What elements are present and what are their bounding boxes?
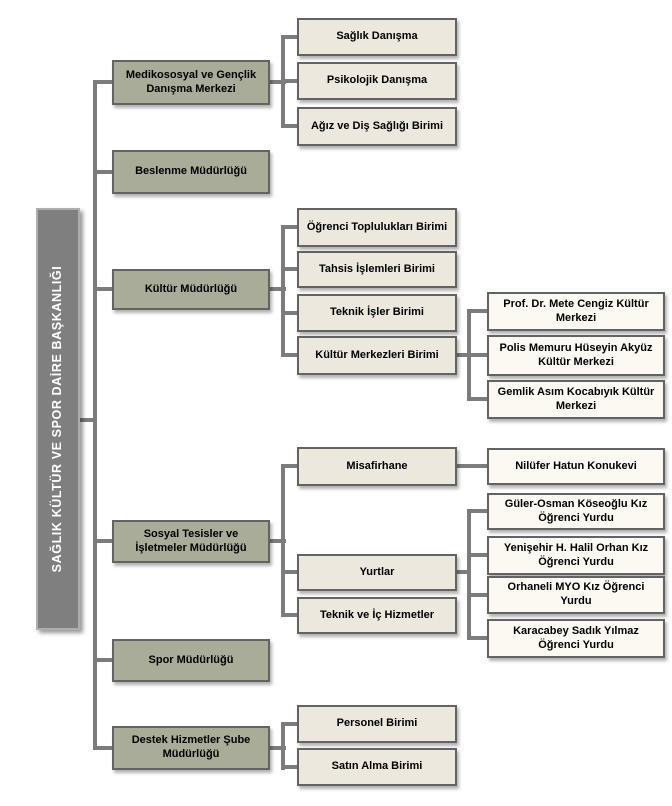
- org-node-guler-osman: Güler-Osman Köseoğlu Kız Öğrenci Yurdu: [487, 493, 665, 530]
- org-node-kultur-merkezleri: Kültür Merkezleri Birimi: [297, 336, 457, 375]
- org-node-karacabey: Karacabey Sadık Yılmaz Öğrenci Yurdu: [487, 619, 665, 658]
- org-node-psikolojik-danisma: Psikolojik Danışma: [297, 62, 457, 100]
- org-node-destek-hizmetler: Destek Hizmetler Şube Müdürlüğü: [112, 726, 270, 770]
- connector-line: [281, 464, 285, 617]
- org-node-root: SAĞLIK KÜLTÜR VE SPOR DAİRE BAŞKANLIĞI: [36, 208, 80, 630]
- org-node-saglik-danisma: Sağlık Danışma: [297, 18, 457, 56]
- connector-line: [455, 570, 471, 574]
- org-node-teknik-isler: Teknik İşler Birimi: [297, 294, 457, 332]
- connector-line: [281, 124, 301, 128]
- connector-line: [281, 722, 301, 726]
- org-node-satin-alma: Satın Alma Birimi: [297, 748, 457, 786]
- connector-line: [281, 311, 301, 315]
- connector-line: [467, 509, 491, 513]
- connector-line: [95, 287, 115, 291]
- org-node-tahsis-islemleri: Tahsis İşlemleri Birimi: [297, 251, 457, 288]
- connector-line: [281, 225, 285, 357]
- connector-line: [281, 464, 301, 468]
- connector-line: [281, 613, 301, 617]
- connector-line: [455, 353, 471, 357]
- connector-line: [95, 746, 115, 750]
- connector-line: [281, 570, 301, 574]
- connector-line: [467, 309, 491, 313]
- connector-line: [95, 658, 115, 662]
- org-node-asim-kocabiyik: Gemlik Asım Kocabıyık Kültür Merkezi: [487, 380, 665, 419]
- org-node-beslenme: Beslenme Müdürlüğü: [112, 150, 270, 194]
- connector-line: [281, 765, 301, 769]
- org-node-spor: Spor Müdürlüğü: [112, 639, 270, 682]
- connector-line: [268, 539, 286, 543]
- connector-line: [281, 79, 301, 83]
- connector-line: [281, 225, 301, 229]
- connector-line: [467, 593, 491, 597]
- connector-line: [467, 636, 491, 640]
- org-node-personel: Personel Birimi: [297, 705, 457, 743]
- connector-line: [281, 722, 285, 770]
- connector-line: [95, 80, 115, 84]
- connector-line: [268, 80, 286, 84]
- org-node-medikososyal: Medikososyal ve Gençlik Danışma Merkezi: [112, 60, 270, 105]
- org-node-huseyin-akyuz: Polis Memuru Hüseyin Akyüz Kültür Merkez…: [487, 335, 665, 376]
- connector-line: [281, 353, 301, 357]
- connector-line: [268, 746, 286, 750]
- org-node-misafirhane: Misafirhane: [297, 447, 457, 486]
- connector-line: [93, 80, 97, 750]
- connector-line: [268, 287, 286, 291]
- connector-line: [467, 553, 491, 557]
- connector-line: [281, 267, 301, 271]
- connector-line: [281, 35, 301, 39]
- connector-line: [455, 464, 491, 468]
- connector-line: [95, 170, 115, 174]
- org-node-orhaneli: Orhaneli MYO Kız Öğrenci Yurdu: [487, 576, 665, 614]
- org-node-mete-cengiz: Prof. Dr. Mete Cengiz Kültür Merkezi: [487, 292, 665, 331]
- connector-line: [95, 539, 115, 543]
- org-node-teknik-ic-hizmetler: Teknik ve İç Hizmetler: [297, 597, 457, 634]
- connector-line: [467, 509, 471, 640]
- org-node-agiz-dis: Ağız ve Diş Sağlığı Birimi: [297, 107, 457, 146]
- connector-line: [80, 418, 96, 422]
- org-node-nilufer-hatun: Nilüfer Hatun Konukevi: [487, 448, 665, 485]
- org-node-yenisehir: Yenişehir H. Halil Orhan Kız Öğrenci Yur…: [487, 536, 665, 575]
- org-node-kultur: Kültür Müdürlüğü: [112, 269, 270, 310]
- connector-line: [467, 353, 491, 357]
- org-node-sosyal-tesisler: Sosyal Tesisler ve İşletmeler Müdürlüğü: [112, 520, 270, 563]
- org-node-ogrenci-topluluklari: Öğrenci Toplulukları Birimi: [297, 208, 457, 247]
- root-label: SAĞLIK KÜLTÜR VE SPOR DAİRE BAŞKANLIĞI: [50, 265, 65, 573]
- org-node-yurtlar: Yurtlar: [297, 554, 457, 591]
- connector-line: [467, 397, 491, 401]
